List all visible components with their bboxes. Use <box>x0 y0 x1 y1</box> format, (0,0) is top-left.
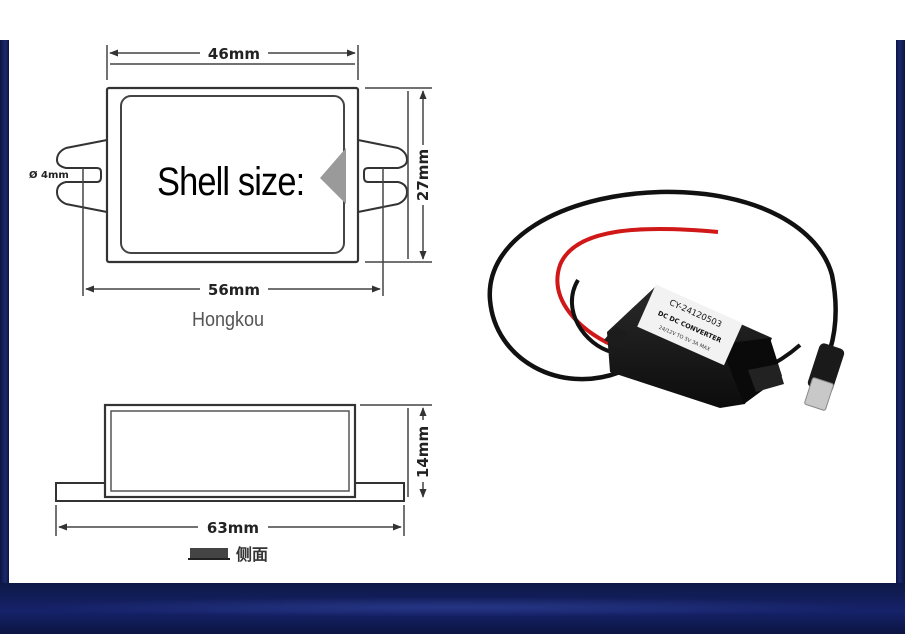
dim-63mm: 63mm <box>207 519 259 537</box>
top-view: 46mm 27mm 56mm Ø 4mm <box>29 45 432 299</box>
converter-housing: CY-24120503 DC DC CONVERTER 24/12V TO 5V… <box>604 284 784 408</box>
frame-bottom-border <box>0 583 905 634</box>
red-wire <box>555 227 719 347</box>
frame-left-border <box>0 40 9 634</box>
side-view-label: 侧面 <box>236 545 269 564</box>
dim-hole-4mm: Ø 4mm <box>29 169 69 181</box>
black-short-wire <box>570 278 613 354</box>
side-view-inner <box>110 410 350 492</box>
right-mounting-ear <box>357 139 409 213</box>
usb-connector <box>804 343 845 411</box>
converter-label: CY-24120503 DC DC CONVERTER 24/12V TO 5V… <box>637 284 743 366</box>
dim-46mm: 46mm <box>208 45 260 63</box>
side-view-legend-swatch <box>190 548 228 558</box>
shading-triangle <box>320 148 346 204</box>
frame-right-border <box>896 40 905 634</box>
dim-27mm: 27mm <box>414 149 432 201</box>
dim-56mm: 56mm <box>208 281 260 299</box>
dim-14mm: 14mm <box>414 426 432 478</box>
product-photo: CY-24120503 DC DC CONVERTER 24/12V TO 5V… <box>487 189 845 411</box>
side-view: 14mm 63mm <box>55 403 432 560</box>
overlay-title: Shell size: <box>157 160 305 204</box>
left-mounting-ear <box>55 139 108 213</box>
overlay-caption: Hongkou <box>192 309 265 331</box>
black-cable <box>487 189 838 382</box>
